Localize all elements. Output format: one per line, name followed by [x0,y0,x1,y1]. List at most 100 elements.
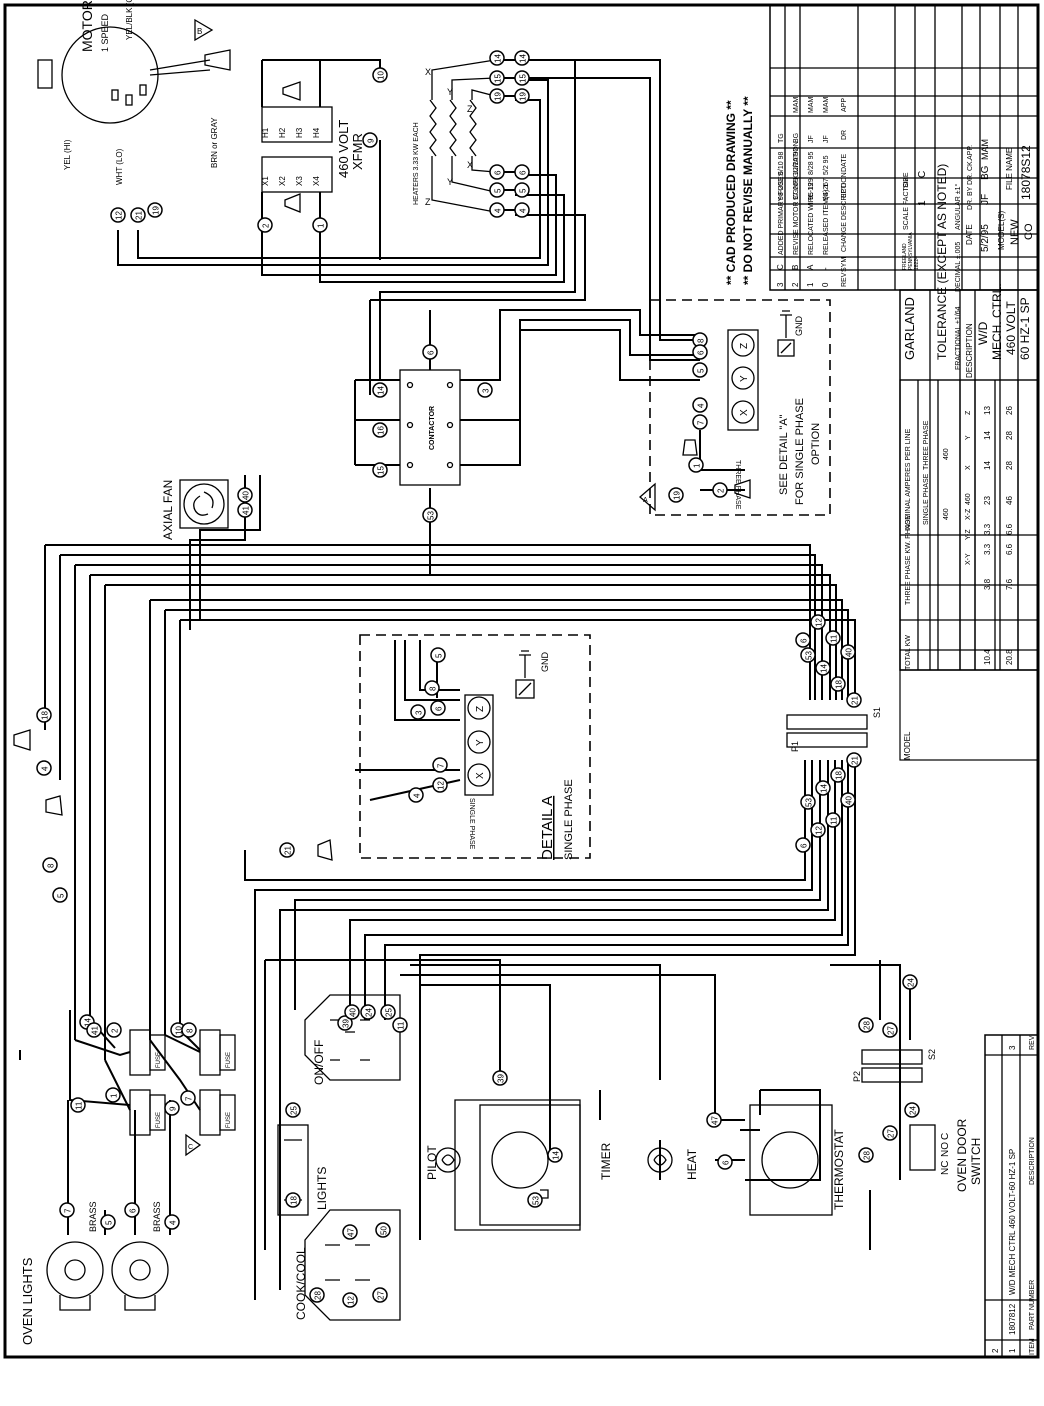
svg-text:10: 10 [377,71,386,80]
svg-text:21: 21 [851,696,860,705]
oven-door-switch: NC NO C OVEN DOOR SWITCH [909,1118,983,1192]
svg-text:15: 15 [494,74,503,83]
wire-number-detail-4: 7 [432,757,448,773]
svg-text:18: 18 [835,680,844,689]
wire-number-cook_cool-2: 28 [309,1287,325,1303]
parts-header: ITEM [1029,1338,1036,1355]
svg-text:53: 53 [805,651,814,660]
motor-lo-label: WHT (LO) [115,148,124,185]
svg-text:53: 53 [427,511,436,520]
axial-fan: AXIAL FAN [161,479,229,540]
svg-text:25: 25 [290,1106,299,1115]
revision-date: 8/28 95 [808,152,815,175]
svg-text:Y: Y [739,375,750,382]
svg-text:5: 5 [435,653,444,658]
svg-text:7: 7 [185,1096,194,1101]
thermostat-label: THERMOSTAT [832,1128,846,1210]
wire-number-fuse_block-8: 7 [180,1090,196,1106]
plug-s1-label: S1 [872,707,882,718]
wire-number-harness_top-4: 11 [825,630,841,646]
amps-column-header: Y [965,435,972,440]
wire-number-xfmr-0: 2 [257,217,273,233]
wire-number-oven_lights-2: 6 [124,1202,140,1218]
svg-text:12: 12 [347,1296,356,1305]
tolerance-label: TOLERANCE (EXCEPT AS NOTED) [935,164,949,360]
amps-cell: 3.3 [983,543,992,555]
svg-text:X: X [475,772,486,779]
svg-text:50: 50 [380,1226,389,1235]
svg-text:X: X [467,160,473,170]
wire-number-motor-4: 9 [362,132,378,148]
amps-cell: 3.8 [983,578,992,590]
amps-column-header: X [965,465,972,470]
svg-text:460 VOLT: 460 VOLT [1004,301,1018,355]
revision-date: 5/2 95 [823,155,830,175]
amps-table: MODEL TOTAL KW THREE PHASE KW. PHASE NOM… [899,379,1039,761]
svg-text:H3: H3 [295,127,304,138]
file-name: 18078S12 [1019,145,1033,200]
amps-cell: 6.6 [1005,523,1014,535]
svg-text:X: X [425,67,431,77]
svg-text:C: C [188,1144,193,1151]
motor-speed-label: 1 SPEED [100,13,110,52]
svg-text:Y: Y [475,739,486,746]
amps-cell: 10.4 [983,649,992,665]
motor: MOTOR 1 SPEED YEL/BLK (COM) YEL (HI) WHT… [37,0,231,185]
svg-text:SINGLE PHASE: SINGLE PHASE [923,473,930,525]
svg-text:TOTAL KW: TOTAL KW [905,635,912,670]
svg-text:40: 40 [242,491,251,500]
svg-text:18: 18 [835,771,844,780]
on-off-switch: ON/OFF [304,994,401,1085]
svg-text:8: 8 [429,686,438,691]
revision-sym: C [776,264,785,270]
fuse-block: FUSE FUSE FUSE FUSE C [19,1010,236,1157]
svg-text:11: 11 [830,634,839,643]
xfmr-label: XFMR [350,133,365,170]
svg-text:6: 6 [427,350,436,355]
motor-label: MOTOR [79,0,95,52]
revision-description: REVISE MOTOR CONFIGURATION [793,141,800,255]
wire-number-three_phase-6: 2 [712,482,728,498]
svg-text:1: 1 [317,223,326,228]
svg-text:X2: X2 [278,176,287,186]
svg-text:Z: Z [739,343,750,349]
svg-text:53: 53 [805,798,814,807]
amps-cell: 14 [983,431,992,440]
svg-text:1: 1 [917,200,928,206]
parts-item: 2 [991,1348,1000,1353]
wire-number-cook_cool-1: 50 [375,1222,391,1238]
svg-text:5: 5 [57,893,66,898]
wire-number-oven_lights-3: 4 [164,1214,180,1230]
wire-number-on_off-1: 40 [344,1004,360,1020]
svg-text:DR. BY: DR. BY [967,186,974,210]
contactor-label: CONTACTOR [429,406,436,450]
wire-number-harness_bottom-4: 11 [825,812,841,828]
amps-cell: 28 [1005,431,1014,440]
heat-indicator: HEAT [647,1147,699,1180]
svg-text:28: 28 [314,1291,323,1300]
svg-text:1: 1 [693,463,702,468]
wire-number-door-5: 24 [904,1102,920,1118]
wire-number-detail-0: 5 [430,647,446,663]
svg-text:18: 18 [290,1196,299,1205]
wire-number-heater_terminals-0: 4 [489,202,505,218]
svg-text:SIZE: SIZE [903,172,910,188]
revision-eco: 98-201 [778,178,785,200]
revision-dr: TG [778,133,785,143]
wire-number-detail-3: 6 [430,700,446,716]
svg-text:24: 24 [907,978,916,987]
svg-text:14: 14 [519,54,528,63]
cad-notes: ** CAD PRODUCED DRAWING ** ** DO NOT REV… [724,96,755,285]
detail-a: Z Y X SINGLE PHASE DETAIL A SINGLE PHASE… [355,634,591,860]
wire-number-left_column-0: 18 [36,707,52,723]
svg-text:11: 11 [397,1021,406,1030]
lights-label: LIGHTS [315,1167,329,1210]
svg-text:47: 47 [347,1228,356,1237]
svg-text:DECIMAL ±.005: DECIMAL ±.005 [955,242,962,292]
svg-text:9: 9 [169,1106,178,1111]
svg-text:4: 4 [697,403,706,408]
wire-number-harness_top-7: 21 [846,692,862,708]
oven-lights-label: OVEN LIGHTS [20,1257,35,1345]
svg-text:39: 39 [342,1019,351,1028]
svg-text:28: 28 [863,1151,872,1160]
